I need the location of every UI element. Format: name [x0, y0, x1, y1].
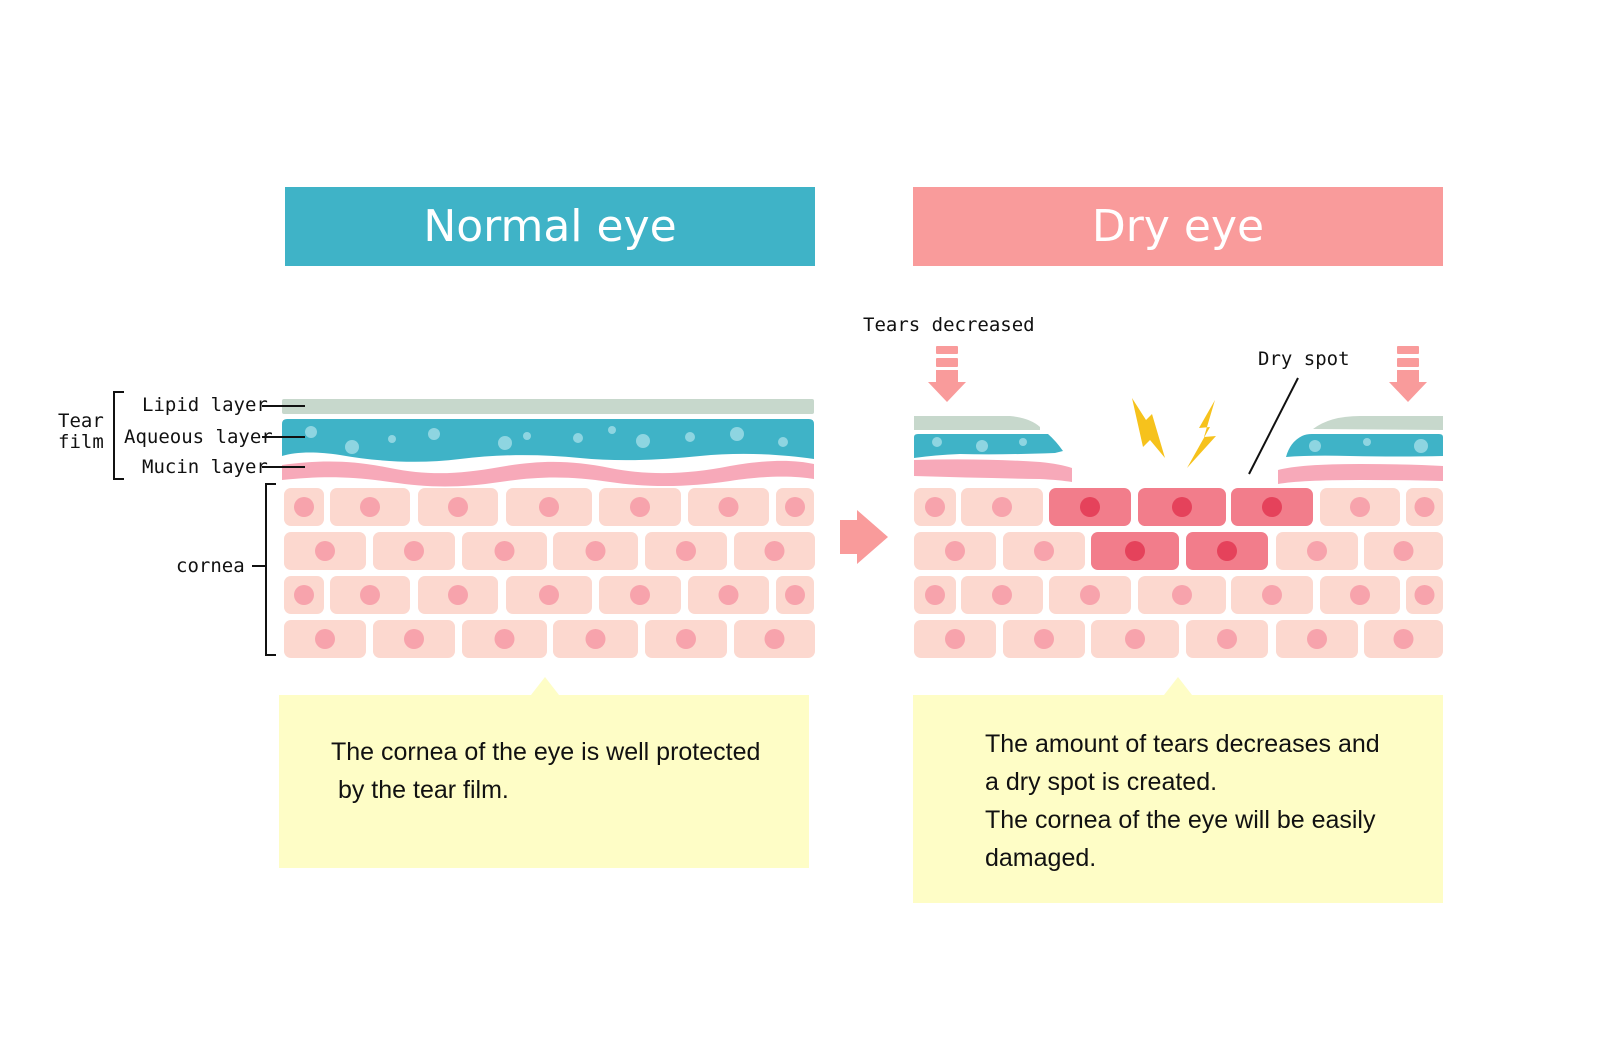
normal-eye-caption-box: The cornea of the eye is well protected … [279, 695, 809, 868]
dry-caption-line2: a dry spot is created. [985, 768, 1218, 796]
cornea-cell-nucleus [360, 585, 380, 605]
cornea-cell-nucleus [1307, 541, 1327, 561]
normal-mucin-layer [282, 460, 814, 487]
dry-eye-caption-box: The amount of tears decreases and a dry … [913, 695, 1443, 903]
cornea-cell-nucleus [1350, 497, 1370, 517]
aqueous-layer-label: Aqueous layer [124, 426, 273, 448]
cornea-cell-nucleus [718, 585, 739, 605]
cornea-cell-nucleus [1080, 585, 1100, 605]
lightning-icon-right [1187, 400, 1216, 468]
dry-mucin-left [914, 459, 1072, 482]
cornea-cell-nucleus [360, 497, 380, 517]
cornea-cell-nucleus [494, 541, 515, 561]
cornea-cell-nucleus [585, 629, 606, 649]
cornea-cell-nucleus [676, 541, 696, 561]
mucin-layer-label: Mucin layer [142, 456, 268, 478]
damaged-cornea-cell-nucleus [1217, 541, 1237, 561]
normal-aqueous-bubbles [305, 426, 788, 454]
dry-cornea-cells [914, 488, 1443, 658]
normal-caption-pointer [531, 677, 559, 695]
dry-lipid-right [1313, 416, 1443, 430]
normal-caption-line1: The cornea of the eye is well protected [331, 738, 761, 766]
label-brackets [113, 391, 305, 656]
dry-caption-line3: The cornea of the eye will be easily [985, 806, 1376, 834]
tear-film-label-line1: Tear [58, 410, 104, 432]
cornea-cell-nucleus [315, 629, 335, 649]
dry-eye-header: Dry eye [913, 187, 1443, 266]
cornea-cell-nucleus [1393, 541, 1414, 561]
cornea-cell-nucleus [992, 585, 1012, 605]
dry-aqueous-right [1286, 434, 1443, 457]
cornea-cell-nucleus [945, 541, 965, 561]
cornea-cell-nucleus [404, 629, 424, 649]
cornea-cell-nucleus [404, 541, 424, 561]
lightning-icon-left [1132, 398, 1165, 458]
tear-film-label: Tear film [58, 411, 104, 453]
cornea-cell-nucleus [315, 541, 335, 561]
cornea-cell-nucleus [494, 629, 515, 649]
tears-decreased-arrow-left [928, 346, 966, 402]
tears-decreased-arrow-right [1389, 346, 1427, 402]
cornea-cell-nucleus [1172, 585, 1192, 605]
cornea-cell-nucleus [630, 585, 650, 605]
cornea-cell-nucleus [448, 497, 468, 517]
cornea-cell-nucleus [1034, 541, 1054, 561]
dry-lipid-left [914, 416, 1040, 430]
tear-film-label-line2: film [58, 431, 104, 453]
damaged-cornea-cell-nucleus [1125, 541, 1145, 561]
lipid-layer-label: Lipid layer [142, 394, 268, 416]
cornea-cell-nucleus [925, 585, 945, 605]
dry-eye-title: Dry eye [1091, 201, 1265, 252]
cornea-cell-nucleus [1217, 629, 1237, 649]
cornea-cell-nucleus [718, 497, 739, 517]
damaged-cornea-cell-nucleus [1080, 497, 1100, 517]
cornea-cell-nucleus [630, 497, 650, 517]
cornea-cell-nucleus [539, 497, 559, 517]
cornea-cell-nucleus [925, 497, 945, 517]
cornea-cell-nucleus [785, 497, 805, 517]
normal-aqueous-layer [282, 419, 814, 462]
cornea-cell-nucleus [585, 541, 606, 561]
cornea-cell-nucleus [1262, 585, 1282, 605]
cornea-cell-nucleus [1414, 585, 1435, 605]
cornea-cell-nucleus [1307, 629, 1327, 649]
tears-decreased-label: Tears decreased [863, 314, 1035, 336]
normal-eye-title: Normal eye [423, 201, 677, 252]
normal-cornea-cells [284, 488, 815, 658]
cornea-cell-nucleus [992, 497, 1012, 517]
dry-caption-line1: The amount of tears decreases and [985, 730, 1380, 758]
cornea-cell-nucleus [1125, 629, 1145, 649]
dry-spot-pointer [1248, 377, 1299, 475]
cornea-cell-nucleus [1034, 629, 1054, 649]
cornea-cell-nucleus [448, 585, 468, 605]
dry-caption-pointer [1164, 677, 1192, 695]
dry-caption-line4: damaged. [985, 844, 1097, 872]
cornea-cell-nucleus [676, 629, 696, 649]
transition-arrow [840, 510, 888, 564]
cornea-label: cornea [176, 555, 245, 577]
cornea-cell-nucleus [945, 629, 965, 649]
damaged-cornea-cell-nucleus [1262, 497, 1282, 517]
damaged-cornea-cell-nucleus [1172, 497, 1192, 517]
cornea-cell-nucleus [1393, 629, 1414, 649]
normal-lipid-layer [282, 399, 814, 414]
cornea-cell-nucleus [764, 629, 785, 649]
cornea-cell-nucleus [294, 497, 314, 517]
dry-mucin-right [1278, 464, 1443, 484]
dry-bubbles-right [1309, 438, 1428, 453]
dry-spot-label: Dry spot [1258, 348, 1350, 370]
cornea-cell-nucleus [1414, 497, 1435, 517]
cornea-cell-nucleus [785, 585, 805, 605]
cornea-cell-nucleus [539, 585, 559, 605]
dry-bubbles-left [932, 437, 1027, 452]
normal-caption-line2: by the tear film. [331, 776, 509, 804]
normal-eye-header: Normal eye [285, 187, 815, 266]
cornea-cell-nucleus [1350, 585, 1370, 605]
cornea-cell-nucleus [764, 541, 785, 561]
cornea-cell-nucleus [294, 585, 314, 605]
